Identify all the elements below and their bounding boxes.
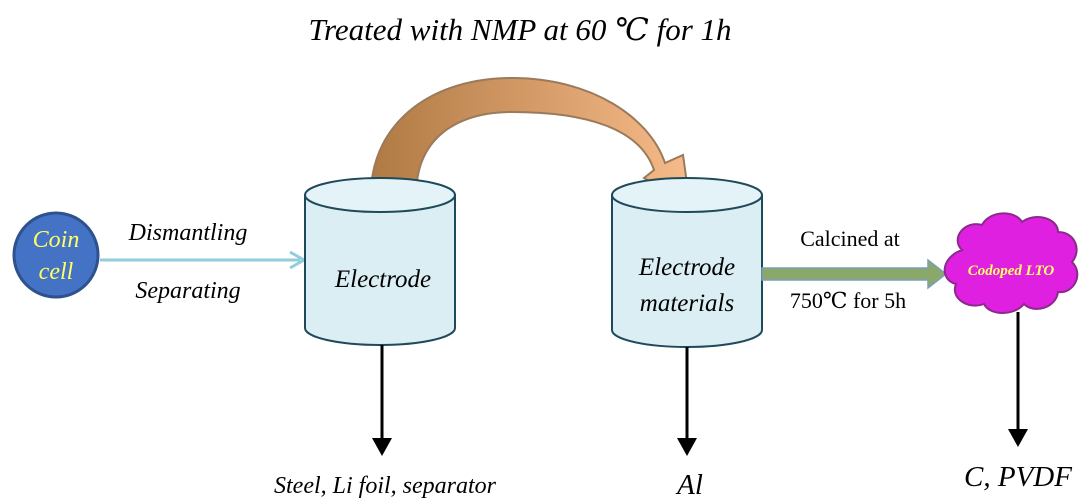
transfer-arc-arrow	[369, 76, 692, 213]
electrode-byproducts-label: Steel, Li foil, separator	[274, 473, 497, 499]
product-down-arrow	[1008, 312, 1028, 447]
title-text: Treated with NMP at 60 ℃ for 1h	[308, 12, 731, 47]
calcination-arrow	[761, 258, 948, 290]
electrode-cylinder	[304, 177, 456, 346]
materials-down-arrow	[677, 347, 697, 456]
electrode-down-arrow	[372, 345, 392, 456]
codoped-lto-cloud	[943, 212, 1079, 314]
light-blue-arrow	[100, 250, 308, 270]
dismantling-label: Dismantling	[128, 220, 248, 246]
electrode-label: Electrode	[334, 266, 431, 293]
coin-cell-label-line2: cell	[39, 259, 74, 285]
coin-cell-circle	[12, 211, 100, 299]
codoped-lto-label: Codoped LTO	[968, 263, 1055, 279]
separating-label: Separating	[135, 278, 240, 304]
coin-cell-label-line1: Coin	[33, 227, 80, 253]
electrode-materials-label-line2: materials	[640, 290, 734, 317]
electrode-materials-cylinder	[611, 177, 763, 348]
calcined-at-label: Calcined at	[800, 226, 900, 251]
product-byproducts-label: C, PVDF	[964, 461, 1072, 493]
electrode-materials-label-line1: Electrode	[638, 254, 735, 281]
materials-byproduct-label: Al	[675, 469, 703, 501]
calcine-conditions-label: 750℃ for 5h	[790, 288, 906, 313]
